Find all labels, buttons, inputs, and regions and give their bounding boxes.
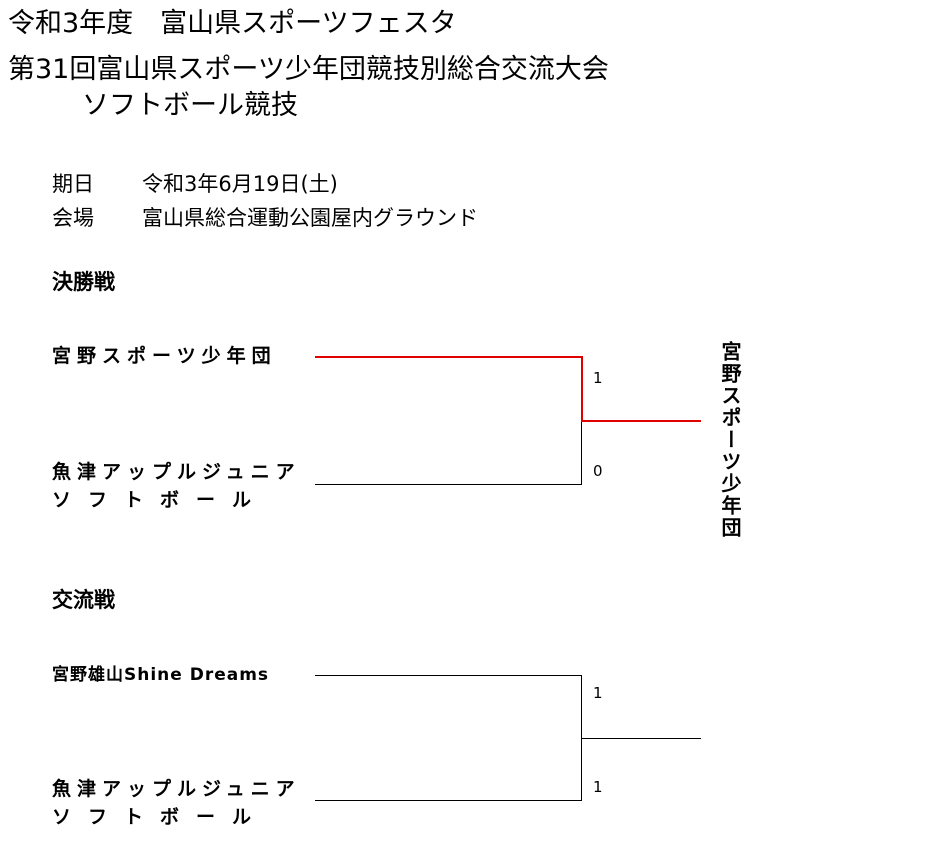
exchange-score-1: 1 xyxy=(593,684,603,702)
final-winner-line xyxy=(581,420,701,422)
exchange-heading: 交流戦 xyxy=(52,588,115,612)
date-label: 期日 xyxy=(52,172,94,196)
final-team-1: 宮野スポーツ少年団 xyxy=(52,345,277,367)
venue-value: 富山県総合運動公園屋内グラウンド xyxy=(142,206,478,230)
date-value: 令和3年6月19日(土) xyxy=(142,172,338,196)
final-score-2: 0 xyxy=(593,462,603,480)
title-line-1: 令和3年度 富山県スポーツフェスタ xyxy=(8,8,457,39)
title-line-3: ソフトボール競技 xyxy=(82,90,298,121)
final-heading: 決勝戦 xyxy=(52,270,115,294)
venue-row: 会場 富山県総合運動公園屋内グラウンド xyxy=(52,206,478,230)
exchange-team-2-line-1: 魚津アップルジュニア xyxy=(52,778,301,800)
final-loser-connector xyxy=(581,421,582,485)
exchange-team-1-line xyxy=(315,675,582,676)
exchange-result-line xyxy=(581,738,701,739)
final-team-2-line-2: ソフトボール xyxy=(52,489,269,511)
final-team-2-line-1: 魚津アップルジュニア xyxy=(52,461,301,483)
final-winner-name: 宮野スポーツ少年団 xyxy=(718,341,742,539)
final-team-1-line xyxy=(315,356,583,358)
final-score-1: 1 xyxy=(593,369,603,387)
exchange-team-1: 宮野雄山Shine Dreams xyxy=(52,665,270,685)
exchange-score-2: 1 xyxy=(593,778,603,796)
exchange-team-2-line xyxy=(315,800,582,801)
final-team-2-line xyxy=(315,484,582,485)
venue-label: 会場 xyxy=(52,206,94,230)
date-row: 期日 令和3年6月19日(土) xyxy=(52,172,338,196)
exchange-team-2-line-2: ソフトボール xyxy=(52,806,269,828)
title-line-2: 第31回富山県スポーツ少年団競技別総合交流大会 xyxy=(8,54,609,85)
final-winner-connector xyxy=(581,356,583,422)
